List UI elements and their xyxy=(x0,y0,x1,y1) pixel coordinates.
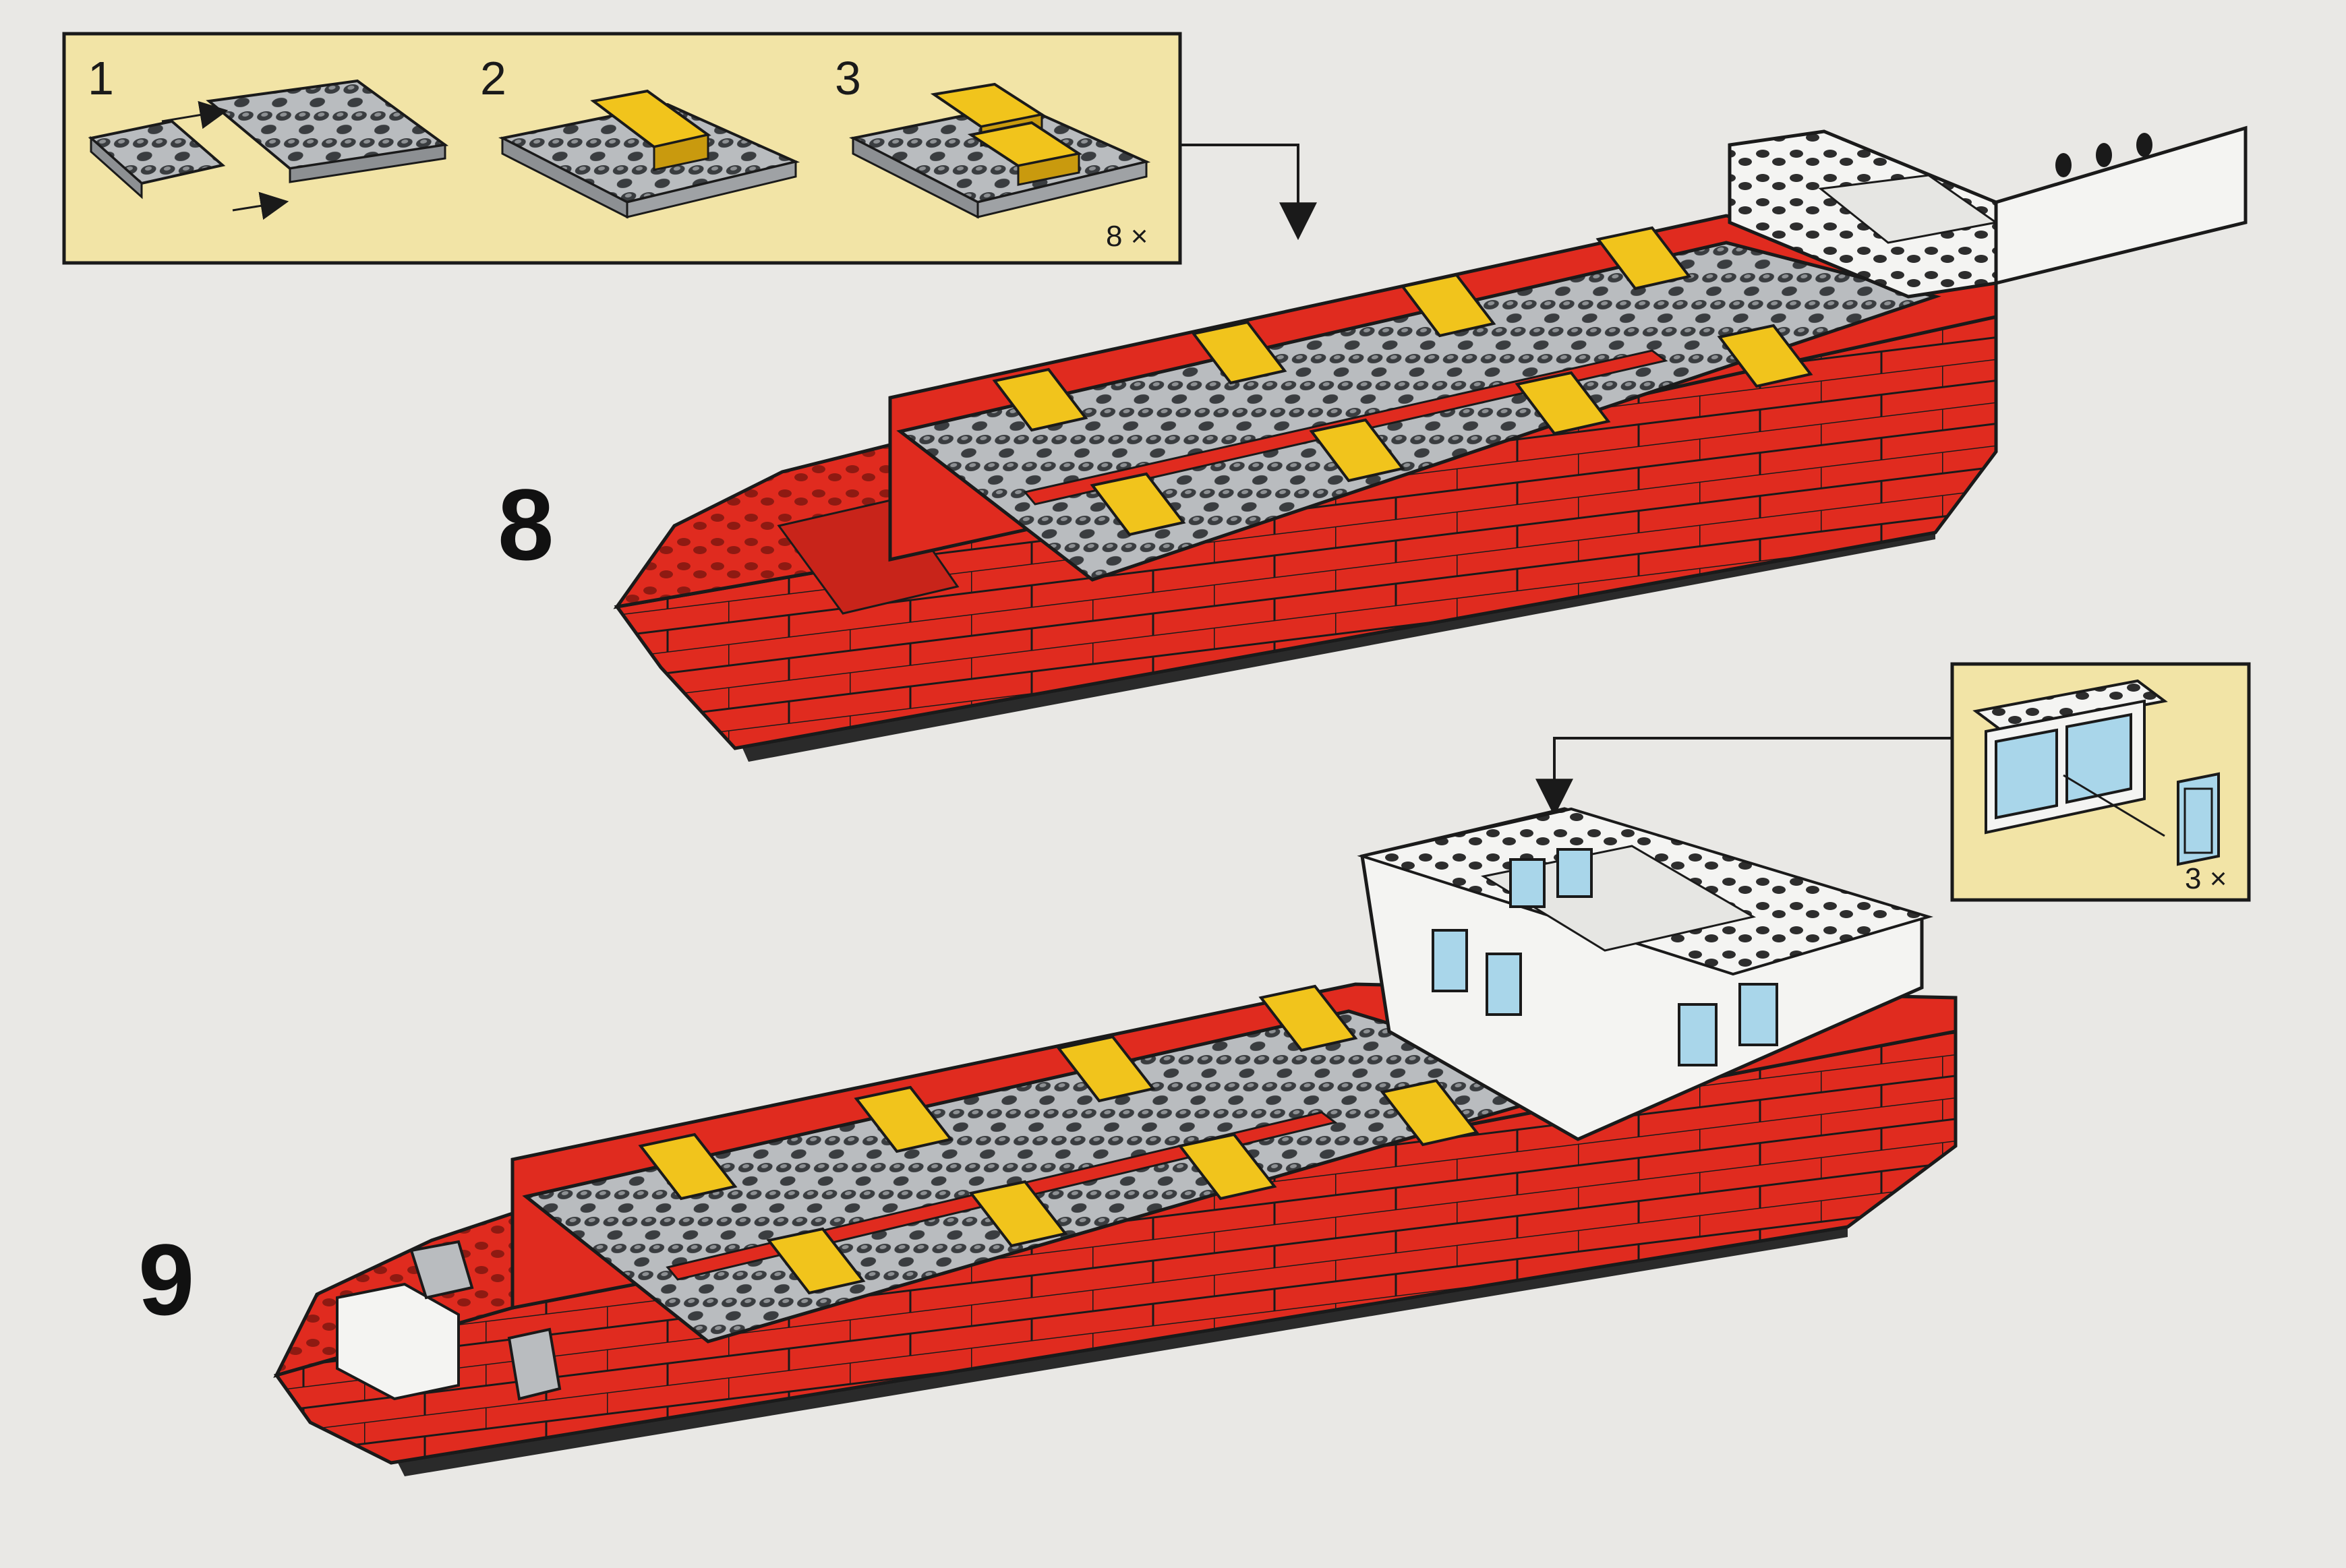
step-8-number: 8 xyxy=(498,468,554,581)
step-8-cargo-bricks xyxy=(992,226,1813,537)
step-9-ship-illustration xyxy=(273,807,1958,1476)
substep-1-illustration xyxy=(88,79,449,220)
substep-1-number: 1 xyxy=(88,52,114,104)
window-insert-arrow xyxy=(2063,774,2165,837)
substep-3-illustration xyxy=(849,82,1151,219)
step-9-cargo-bricks xyxy=(638,984,1479,1295)
substep-2-illustration xyxy=(498,89,800,219)
substep-3-number: 3 xyxy=(835,52,861,104)
callout-top-multiplier: 8 × xyxy=(1106,220,1148,253)
callout-windows-pointer-arrow xyxy=(1535,737,1951,817)
callout-top-pointer-arrow xyxy=(1181,144,1317,241)
step-8-cabin-base xyxy=(1728,125,2248,299)
step-8-ship-illustration xyxy=(613,125,2248,762)
step-9-number: 9 xyxy=(138,1223,194,1336)
window-pane-illustration xyxy=(2177,772,2220,866)
callout-windows-multiplier: 3 × xyxy=(2185,862,2227,895)
substep-2-number: 2 xyxy=(480,52,506,104)
subassembly-callout-top: 1 2 3 8 × xyxy=(62,32,1182,265)
step-9-cabin xyxy=(1357,807,1934,1141)
subassembly-callout-windows: 3 × xyxy=(1950,662,2251,902)
cabin-windows xyxy=(1432,848,1778,1066)
